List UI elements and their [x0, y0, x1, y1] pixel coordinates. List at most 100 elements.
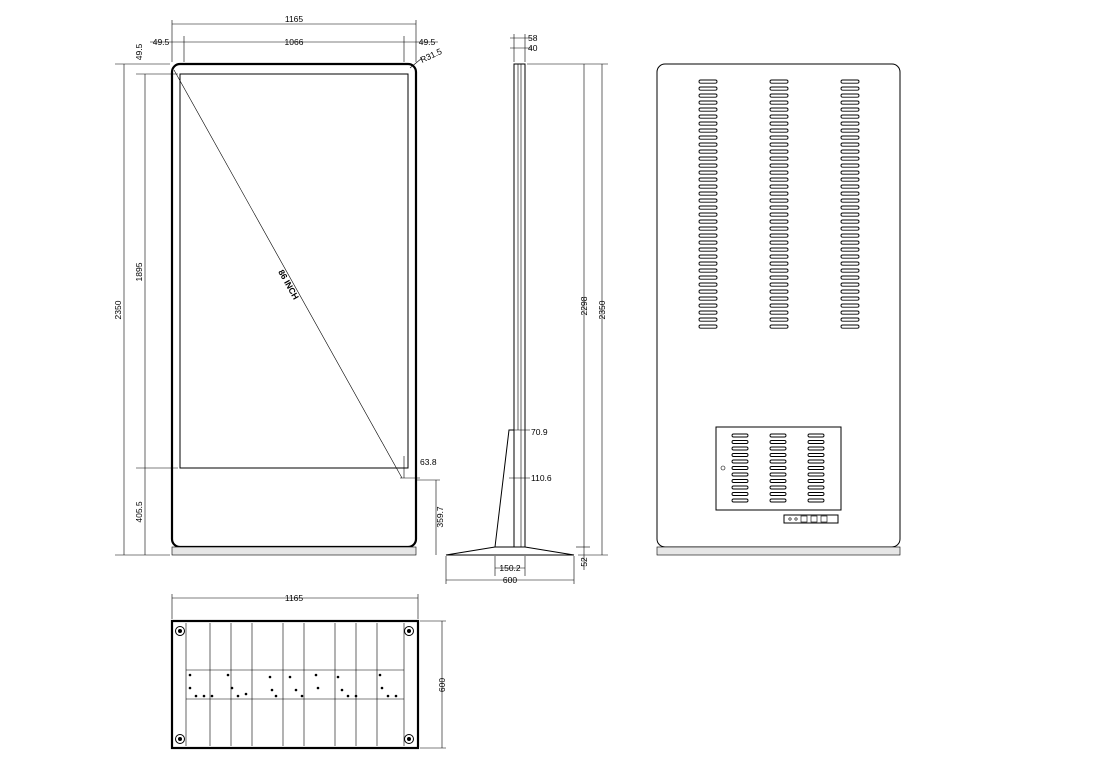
vent-slot: [769, 492, 787, 496]
vent-slot: [840, 79, 860, 84]
vent-slot: [840, 247, 860, 252]
bottom-ribs: [185, 623, 405, 746]
vent-slot: [769, 107, 789, 112]
vent-slot: [698, 191, 718, 196]
mounting-hole: [194, 694, 198, 698]
mounting-hole: [188, 686, 192, 690]
front-top-margin: 49.5: [134, 43, 144, 60]
vent-slot: [698, 240, 718, 245]
vent-slot: [769, 261, 789, 266]
vent-slot: [769, 142, 789, 147]
mounting-hole: [244, 692, 248, 696]
vent-slot: [807, 485, 825, 490]
vent-slot: [769, 198, 789, 203]
vent-slot: [769, 324, 789, 329]
vent-slot: [840, 135, 860, 140]
bottom-width: 1165: [285, 593, 304, 603]
screen-diagonal-label: 86 INCH: [276, 268, 301, 301]
vent-slot: [769, 498, 787, 503]
vent-slot: [840, 198, 860, 203]
vent-slot: [840, 310, 860, 315]
vent-slot: [769, 485, 787, 490]
front-base: [171, 546, 417, 556]
screen-diagonal-line: [173, 69, 403, 479]
vent-slot: [769, 226, 789, 231]
vent-slot: [731, 492, 749, 496]
vent-slot: [769, 240, 789, 245]
mounting-hole: [336, 675, 340, 679]
vent-slot: [698, 79, 718, 84]
vent-slot: [840, 212, 860, 217]
vent-slot: [698, 289, 718, 294]
front-margin-left: 49.5: [153, 37, 170, 47]
side-view: 58 40 2298 2350 52 70.9 110.6 150.2 600: [445, 33, 608, 585]
mounting-hole: [288, 675, 292, 679]
vent-slot: [698, 128, 718, 133]
vent-slot: [731, 446, 749, 451]
vent-slot: [807, 433, 825, 438]
mounting-hole: [378, 673, 382, 677]
vent-slot: [807, 446, 825, 451]
side-base-thickness: 52: [579, 557, 589, 567]
vent-slot: [769, 310, 789, 315]
vent-slot: [769, 268, 789, 273]
vent-slot: [840, 149, 860, 154]
vent-slot: [769, 440, 787, 444]
front-bottom-offset: 63.8: [420, 457, 437, 467]
vent-slot: [840, 184, 860, 189]
vent-slot: [698, 86, 718, 91]
vent-slot: [698, 247, 718, 252]
mounting-hole: [236, 694, 240, 698]
vent-slot: [731, 453, 749, 457]
side-panel-height: 2298: [579, 296, 589, 315]
vent-slot: [731, 498, 749, 503]
vent-slot: [840, 282, 860, 287]
vent-slot: [840, 128, 860, 133]
vent-slot: [698, 93, 718, 98]
vent-slot: [731, 485, 749, 490]
vent-slot: [698, 135, 718, 140]
vent-slot: [769, 212, 789, 217]
vent-slot: [698, 261, 718, 266]
mounting-hole: [394, 694, 398, 698]
vent-slot: [840, 205, 860, 210]
mounting-hole: [202, 694, 206, 698]
vent-slot: [698, 275, 718, 280]
vent-slot: [731, 479, 749, 483]
rear-view: [656, 63, 901, 556]
vent-slot: [840, 289, 860, 294]
vent-slot: [698, 212, 718, 217]
vent-slot: [769, 296, 789, 301]
front-screen-height: 1895: [134, 262, 144, 281]
vent-slot: [698, 198, 718, 203]
vent-slot: [769, 100, 789, 105]
vent-slot: [769, 433, 787, 438]
vent-slot: [698, 296, 718, 301]
vent-slot: [698, 317, 718, 322]
vent-slot: [698, 170, 718, 175]
mounting-hole: [294, 688, 298, 692]
vent-slot: [807, 459, 825, 464]
vent-slot: [769, 275, 789, 280]
vent-slot: [731, 466, 749, 470]
vent-slot: [769, 446, 787, 451]
vent-slot: [698, 100, 718, 105]
mounting-hole: [380, 686, 384, 690]
vent-slot: [769, 453, 787, 457]
vent-slot: [807, 479, 825, 483]
vent-slot: [698, 254, 718, 259]
front-overall-height: 2350: [113, 300, 123, 319]
mounting-hole: [270, 688, 274, 692]
mounting-hole: [268, 675, 272, 679]
bottom-outline: [170, 619, 420, 750]
vent-slot: [769, 303, 789, 308]
vent-slot: [769, 289, 789, 294]
vent-slot: [807, 466, 825, 470]
vent-slot: [698, 121, 718, 126]
vent-slot: [840, 107, 860, 112]
vent-slot: [840, 114, 860, 119]
vent-slot: [731, 440, 749, 444]
front-corner-radius: R31.5: [419, 46, 444, 65]
vent-slot: [769, 459, 787, 464]
